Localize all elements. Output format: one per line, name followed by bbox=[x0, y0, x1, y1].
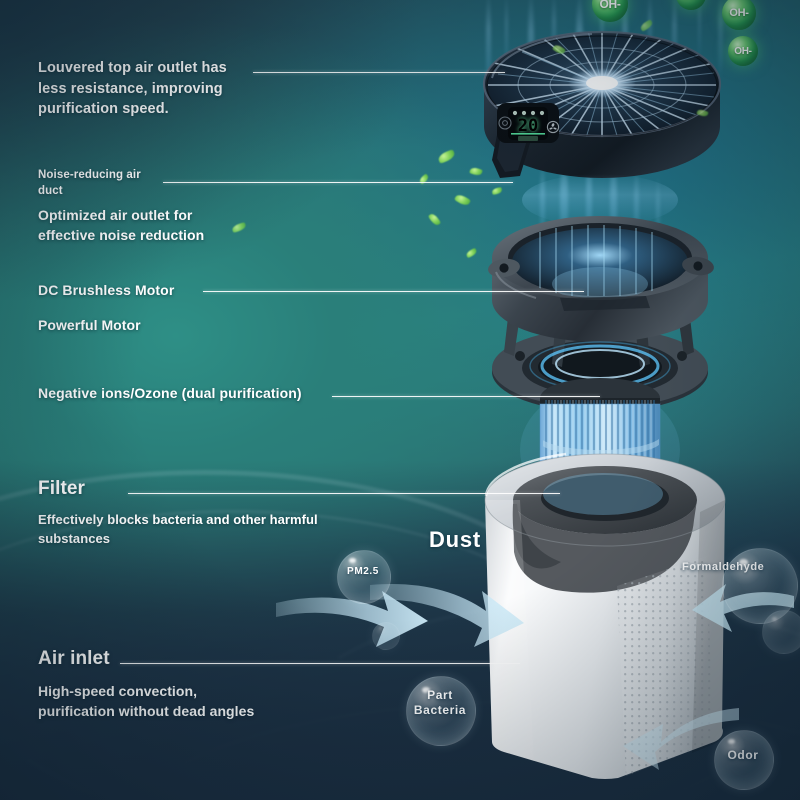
leader-line-noise-duct bbox=[163, 182, 513, 183]
pollutant-label-dust: Dust bbox=[400, 527, 510, 554]
annotation-noise-duct-line2: duct bbox=[38, 184, 308, 200]
annotation-air-inlet-sub1: High-speed convection, bbox=[38, 681, 358, 701]
ambient-bubble bbox=[762, 610, 800, 654]
pollutant-label-bacteria-line1: Part bbox=[399, 688, 481, 703]
annotation-noise-duct-sub1: Optimized air outlet for bbox=[38, 206, 308, 226]
pollutant-label-bacteria: Part Bacteria bbox=[399, 688, 481, 717]
annotation-motor: DC Brushless Motor Powerful Motor bbox=[38, 282, 298, 333]
ion-bubble: OH- bbox=[722, 0, 756, 30]
background-top-left-shade bbox=[0, 0, 420, 300]
annotation-noise-duct: Noise-reducing air duct Optimized air ou… bbox=[38, 168, 308, 245]
ambient-bubble bbox=[372, 622, 400, 650]
annotation-filter-title: Filter bbox=[38, 478, 368, 500]
annotation-air-inlet: Air inlet High-speed convection, purific… bbox=[38, 648, 358, 722]
pollutant-bubble-bacteria bbox=[406, 676, 476, 746]
leader-line-ions bbox=[332, 396, 600, 397]
ion-bubble: OH- bbox=[728, 36, 758, 66]
annotation-motor-title: DC Brushless Motor bbox=[38, 282, 298, 298]
annotation-air-outlet-line2: less resistance, improving bbox=[38, 79, 278, 100]
leader-line-motor bbox=[203, 291, 584, 292]
annotation-filter-sub2: substances bbox=[38, 530, 368, 549]
display-value: 20 bbox=[518, 116, 538, 136]
leader-line-air-outlet bbox=[253, 72, 505, 73]
radial-grille-vanes bbox=[488, 33, 716, 137]
leader-line-air-inlet bbox=[120, 663, 520, 664]
annotation-air-outlet: Louvered top air outlet has less resista… bbox=[38, 58, 278, 120]
ion-bubble: OH- bbox=[592, 0, 628, 22]
annotation-ions: Negative ions/Ozone (dual purification) bbox=[38, 385, 368, 401]
annotation-ions-title: Negative ions/Ozone (dual purification) bbox=[38, 385, 368, 401]
fan-button[interactable] bbox=[546, 120, 560, 134]
annotation-air-inlet-sub2: purification without dead angles bbox=[38, 701, 358, 721]
annotation-air-outlet-line3: purification speed. bbox=[38, 99, 278, 120]
annotation-air-outlet-line1: Louvered top air outlet has bbox=[38, 58, 278, 79]
pollutant-label-bacteria-line2: Bacteria bbox=[399, 703, 481, 718]
pollutant-label-formaldehyde: Formaldehyde bbox=[682, 561, 800, 574]
pollutant-bubble-pm25 bbox=[337, 550, 391, 604]
power-button[interactable] bbox=[498, 116, 512, 130]
ion-bubble: OH- bbox=[676, 0, 706, 10]
pollutant-label-pm25: PM2.5 bbox=[337, 566, 389, 578]
leader-line-filter bbox=[128, 493, 560, 494]
panel-mode-icons bbox=[512, 110, 545, 116]
annotation-air-inlet-title: Air inlet bbox=[38, 648, 358, 670]
control-panel[interactable]: 20 bbox=[497, 103, 560, 143]
annotation-filter: Filter Effectively blocks bacteria and o… bbox=[38, 478, 368, 549]
annotation-noise-duct-line1: Noise-reducing air bbox=[38, 168, 308, 184]
pollutant-bubble-odor bbox=[714, 730, 774, 790]
annotation-filter-sub1: Effectively blocks bacteria and other ha… bbox=[38, 511, 368, 530]
annotation-noise-duct-sub2: effective noise reduction bbox=[38, 226, 308, 246]
annotation-motor-sub: Powerful Motor bbox=[38, 317, 298, 333]
pollutant-label-odor: Odor bbox=[714, 748, 772, 763]
